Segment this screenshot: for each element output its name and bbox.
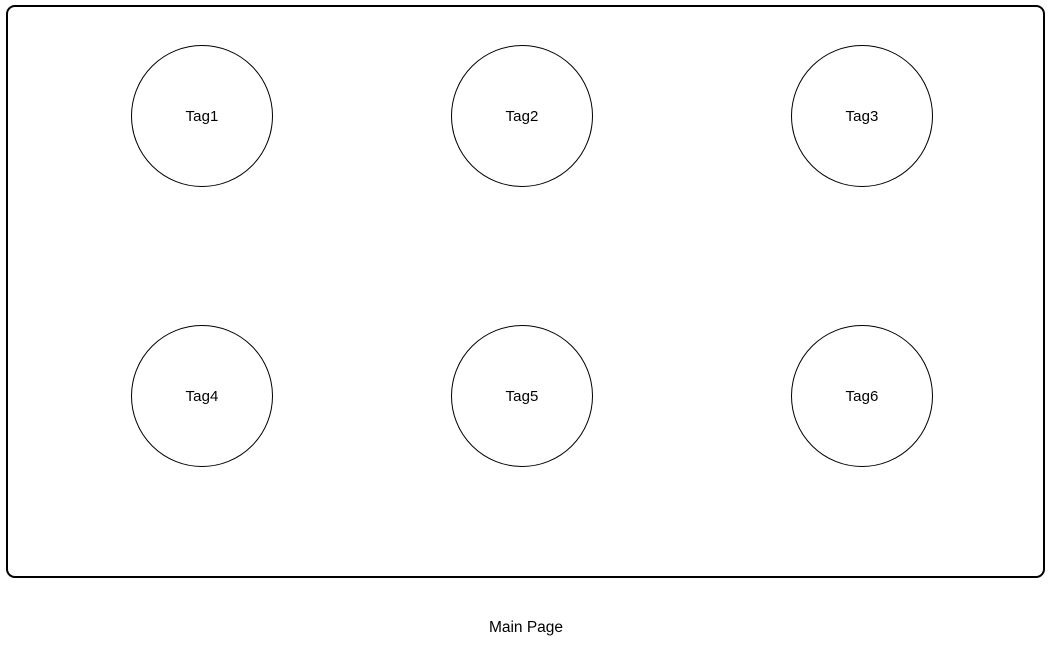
tag-node-label: Tag6 (845, 387, 879, 405)
tag-node-label: Tag3 (845, 107, 879, 125)
tag-node-label: Tag2 (505, 107, 539, 125)
tag-node-tag2[interactable]: Tag2 (451, 45, 593, 187)
tag-node-label: Tag4 (185, 387, 219, 405)
page-frame: Tag1 Tag2 Tag3 Tag4 Tag5 Tag6 (6, 5, 1045, 578)
tag-node-label: Tag1 (185, 107, 219, 125)
tag-node-label: Tag5 (505, 387, 539, 405)
page-caption: Main Page (488, 619, 564, 636)
tag-node-tag3[interactable]: Tag3 (791, 45, 933, 187)
tag-node-tag1[interactable]: Tag1 (131, 45, 273, 187)
tag-node-tag5[interactable]: Tag5 (451, 325, 593, 467)
tag-node-tag4[interactable]: Tag4 (131, 325, 273, 467)
tag-node-tag6[interactable]: Tag6 (791, 325, 933, 467)
